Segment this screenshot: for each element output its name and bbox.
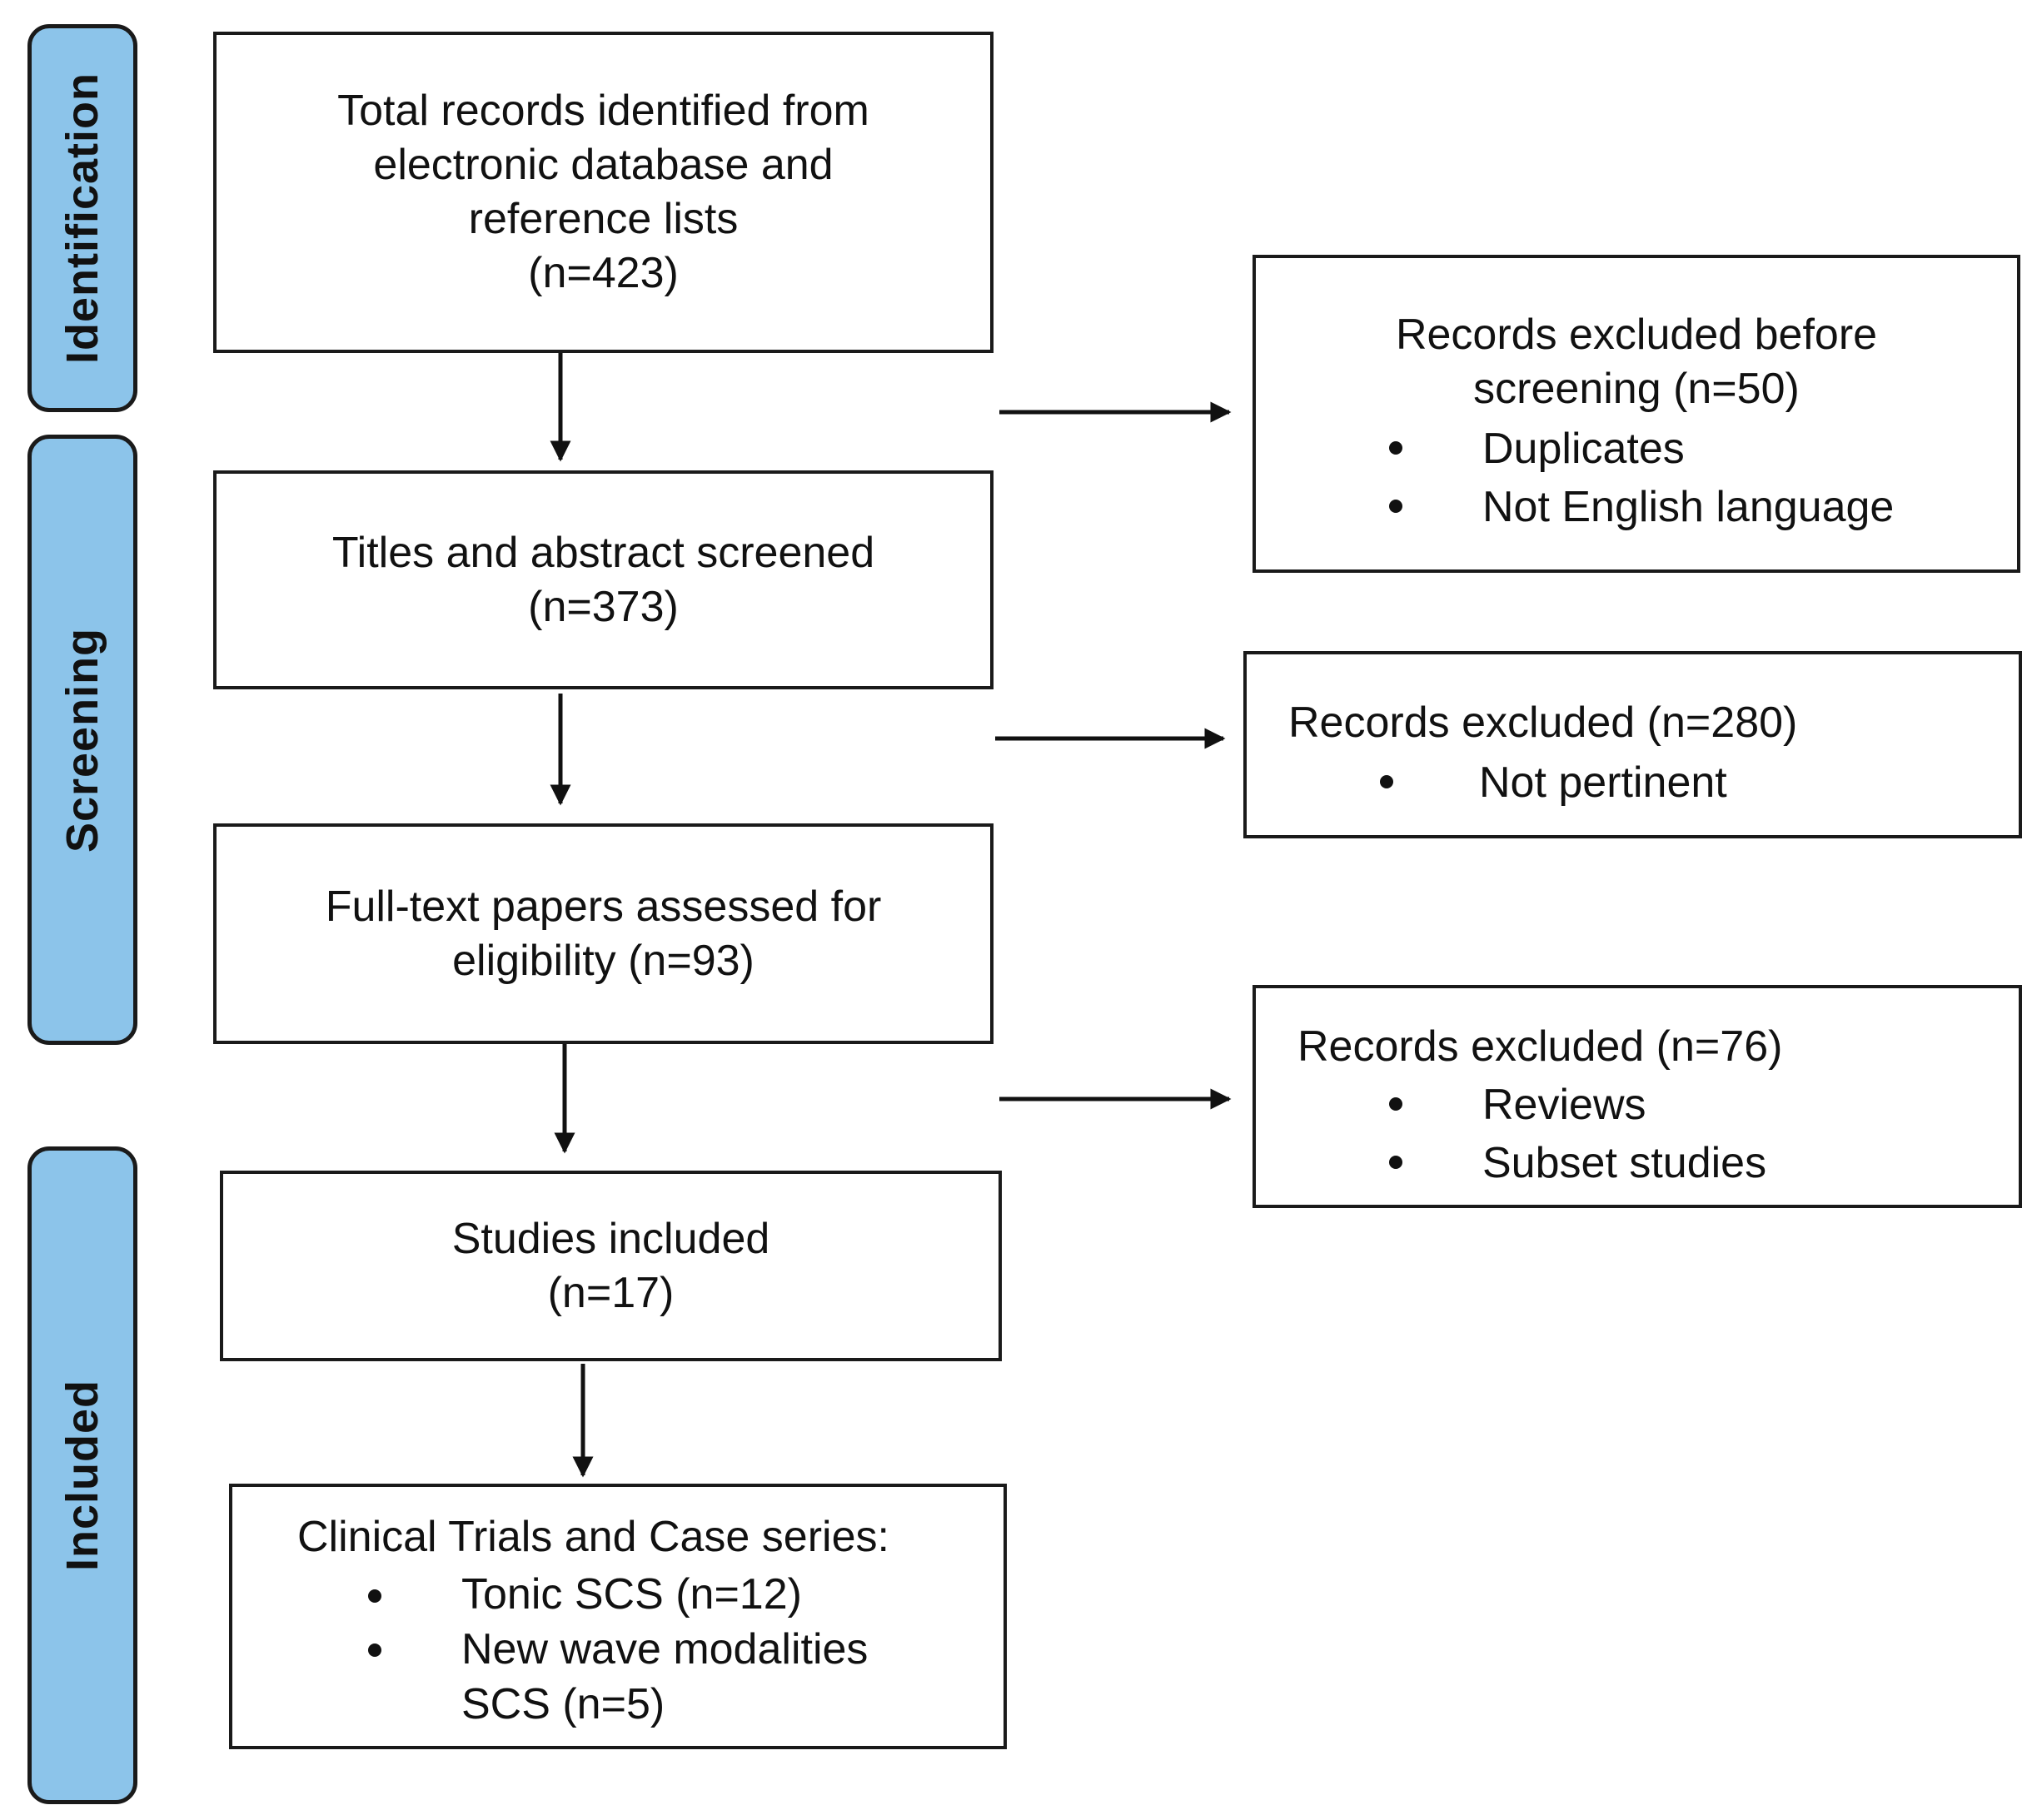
phase-included: Included: [27, 1146, 137, 1804]
box-titles-screened: Titles and abstract screened (n=373): [213, 470, 994, 689]
phase-label-identification: Identification: [57, 72, 107, 364]
list-item: New wave modalities SCS (n=5): [232, 1622, 1004, 1732]
list-item: Not pertinent: [1247, 753, 2019, 812]
list-item: Duplicates: [1256, 420, 2017, 478]
box-records-identified: Total records identified from electronic…: [213, 32, 994, 353]
phase-label-screening: Screening: [57, 627, 107, 853]
box-text-line: electronic database and: [373, 141, 834, 189]
list-item: Not English language: [1256, 478, 2017, 536]
box-studies-included: Studies included (n=17): [220, 1171, 1002, 1361]
bullet-list: Duplicates Not English language: [1256, 420, 2017, 536]
box-text-line: reference lists: [468, 195, 739, 243]
box-title: Records excluded (n=280): [1288, 699, 1798, 747]
box-text-line: eligibility (n=93): [452, 936, 755, 985]
box-title: Records excluded (n=76): [1297, 1022, 1783, 1071]
box-text-line: Full-text papers assessed for: [325, 882, 882, 931]
box-excluded-screening: Records excluded (n=280) Not pertinent: [1243, 651, 2022, 838]
bullet-list: Not pertinent: [1247, 753, 2019, 812]
list-item: Tonic SCS (n=12): [232, 1568, 1004, 1622]
list-item: Subset studies: [1256, 1134, 2019, 1192]
list-item-text: New wave modalities SCS (n=5): [461, 1625, 869, 1728]
phase-identification: Identification: [27, 24, 137, 412]
list-item: Reviews: [1256, 1076, 2019, 1134]
box-excluded-before-screening: Records excluded before screening (n=50)…: [1253, 255, 2020, 573]
phase-screening: Screening: [27, 435, 137, 1045]
box-count: (n=17): [547, 1268, 675, 1317]
box-count: (n=373): [528, 582, 679, 631]
box-fulltext-assessed: Full-text papers assessed for eligibilit…: [213, 823, 994, 1044]
bullet-list: Reviews Subset studies: [1256, 1076, 2019, 1192]
phase-label-included: Included: [57, 1379, 107, 1572]
box-text-line: Total records identified from: [337, 87, 869, 135]
box-text-line: Studies included: [451, 1214, 770, 1263]
box-title: Records excluded before: [1395, 311, 1878, 359]
box-clinical-trials: Clinical Trials and Case series: Tonic S…: [229, 1484, 1007, 1749]
box-title: Clinical Trials and Case series:: [297, 1513, 889, 1561]
box-text-line: Titles and abstract screened: [331, 528, 875, 577]
box-title: screening (n=50): [1473, 365, 1800, 413]
box-count: (n=423): [528, 249, 679, 297]
bullet-list: Tonic SCS (n=12) New wave modalities SCS…: [232, 1568, 1004, 1732]
box-excluded-fulltext: Records excluded (n=76) Reviews Subset s…: [1253, 985, 2022, 1208]
